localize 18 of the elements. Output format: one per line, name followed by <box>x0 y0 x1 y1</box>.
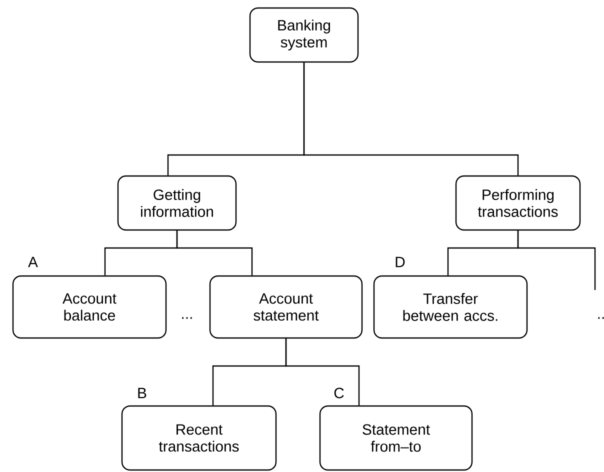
tree-box: Account statement <box>209 275 363 339</box>
letter-label: D <box>396 256 405 268</box>
connector-line <box>176 230 253 276</box>
tree-box: Transfer between accs. <box>373 275 528 339</box>
tree-box: Banking system <box>249 7 359 63</box>
tree-box: Performing transactions <box>455 175 581 231</box>
connector-line <box>517 230 596 290</box>
letter-label: B <box>138 388 146 398</box>
ellipsis: .. <box>598 317 604 319</box>
tree-box: Statement from–to <box>319 405 473 471</box>
tree-box: Recent transactions <box>121 405 277 471</box>
tree-box: Getting information <box>117 175 237 231</box>
connector-line <box>285 338 360 406</box>
letter-label: A <box>28 256 38 268</box>
ellipsis: ... <box>182 317 192 319</box>
connector-line <box>303 62 519 176</box>
letter-label: C <box>334 388 344 398</box>
tree-box: Account balance <box>12 275 167 339</box>
